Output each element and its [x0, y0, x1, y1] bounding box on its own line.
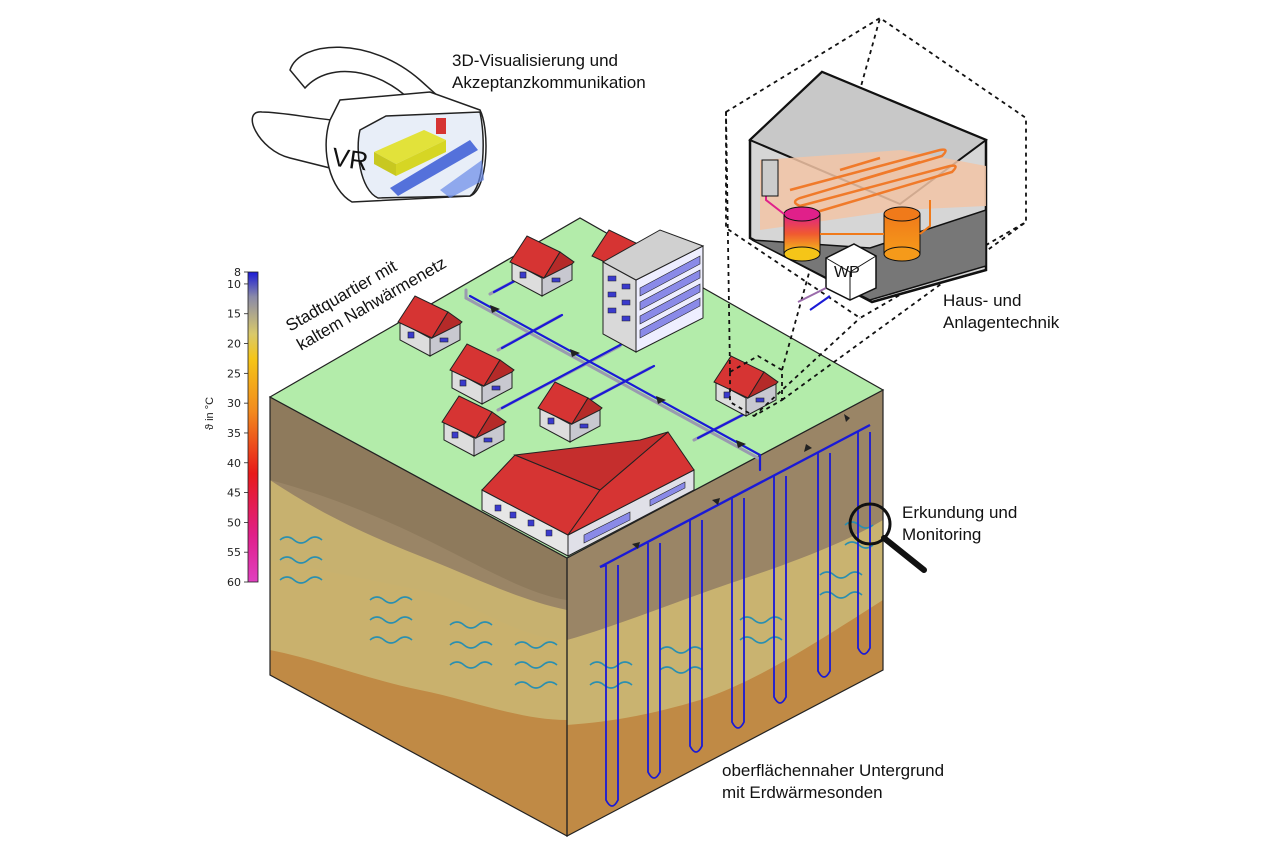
- house: [509, 235, 575, 297]
- colorbar-tick-label: 50: [227, 516, 241, 529]
- colorbar-tick-label: 15: [227, 308, 241, 321]
- colorbar-tick-label: 30: [227, 397, 241, 410]
- apartment-block: [601, 229, 705, 353]
- exploration-label-line2: Monitoring: [902, 525, 982, 544]
- magnifier-icon: [848, 502, 927, 573]
- floor-heating: [789, 148, 957, 216]
- exploration-label-line1: Erkundung und: [902, 503, 1018, 522]
- house: [449, 343, 515, 405]
- temperature-colorbar: 810 15 20 25 30 35 40 45 50 55 60: [227, 266, 259, 589]
- house: [537, 381, 603, 443]
- vr-lens-label: VR: [330, 141, 371, 177]
- colorbar-tick-label: 35: [227, 427, 241, 440]
- house: [397, 295, 463, 357]
- industrial-hall: [481, 431, 695, 557]
- heat-pump-label: WP: [834, 264, 860, 281]
- exploration-label: Erkundung und Monitoring: [902, 502, 1017, 546]
- colorbar-tick-label: 25: [227, 367, 241, 380]
- subsurface-label-line2: mit Erdwärmesonden: [722, 783, 883, 802]
- storage-tank-2: [883, 206, 921, 262]
- colorbar-tick-label: 8: [234, 266, 241, 279]
- vr-label-line1: 3D-Visualisierung und: [452, 51, 619, 70]
- colorbar-tick-label: 55: [227, 546, 241, 559]
- borehole-heat-exchangers: [605, 432, 871, 807]
- house-tech-label: Haus- und Anlagentechnik: [943, 290, 1059, 334]
- vr-scene: [374, 118, 484, 198]
- house-highlighted: [713, 355, 779, 417]
- flow-arrows: [490, 305, 850, 549]
- colorbar-tick-label: 10: [227, 278, 241, 291]
- vr-label: 3D-Visualisierung und Akzeptanzkommunika…: [452, 50, 646, 94]
- grass-surface: [268, 217, 885, 559]
- colorbar-tick-label: 20: [227, 338, 241, 351]
- house-tech-label-line2: Anlagentechnik: [943, 313, 1060, 332]
- groundwater-waves-left: [279, 536, 558, 689]
- subsurface-label: oberflächennaher Untergrund mit Erdwärme…: [722, 760, 944, 804]
- vr-label-line2: Akzeptanzkommunikation: [452, 73, 646, 92]
- house-detail: [748, 70, 989, 311]
- colorbar-title: ϑ in °C: [204, 396, 216, 430]
- vr-headset-icon: [251, 46, 487, 203]
- colorbar-tick-label: 60: [227, 576, 241, 589]
- colorbar-tick-label: 40: [227, 457, 241, 470]
- colorbar-tick-label: 45: [227, 487, 241, 500]
- subsurface-label-line1: oberflächennaher Untergrund: [722, 761, 945, 780]
- groundwater-waves-right: [589, 521, 874, 689]
- house: [441, 395, 507, 457]
- house-tech-label-line1: Haus- und: [943, 291, 1022, 310]
- district-heating-network: [464, 258, 850, 549]
- storage-tank-1: [783, 206, 821, 262]
